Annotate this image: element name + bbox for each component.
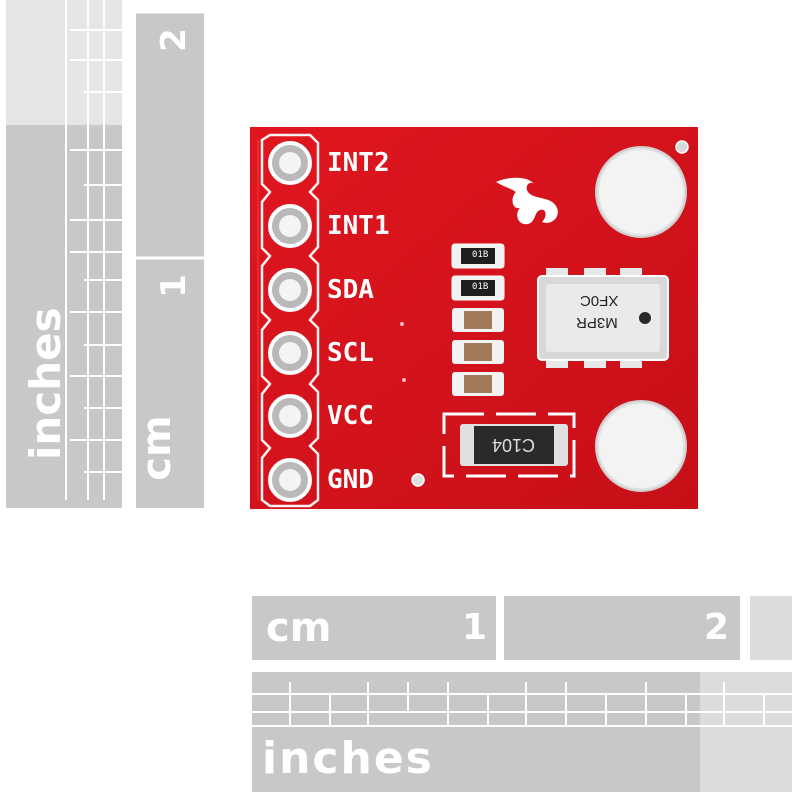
vertical-cm-label: cm [134, 415, 180, 481]
smd-components [451, 243, 505, 396]
pcb-board [250, 127, 698, 509]
pin-label-int2: INT2 [327, 148, 390, 178]
capacitor [442, 412, 576, 478]
resistor-code-2: 01B [472, 282, 489, 292]
vertical-ruler-graphic [6, 0, 204, 508]
pin-label-scl: SCL [327, 338, 374, 368]
horizontal-ruler-graphic [252, 596, 792, 792]
pin-label-int1: INT1 [327, 211, 390, 241]
pin-header [260, 133, 320, 508]
sensor-marking-line2: M3PR [576, 314, 618, 331]
horizontal-cm-mark-2: 2 [704, 607, 730, 648]
pin-label-sda: SDA [327, 275, 374, 305]
horizontal-inches-label: inches [262, 733, 434, 784]
horizontal-cm-label: cm [266, 605, 332, 651]
sensor-marking-line1: XF0C [580, 292, 619, 309]
pressure-sensor [537, 268, 669, 368]
horizontal-cm-ruler [252, 596, 496, 660]
vertical-cm-mark-2: 2 [154, 28, 194, 52]
horizontal-cm-mark-1: 1 [462, 607, 488, 648]
flame-logo [496, 177, 558, 225]
capacitor-marking: C104 [492, 435, 536, 455]
resistor-code-1: 01B [472, 250, 489, 260]
pin-label-gnd: GND [327, 465, 374, 495]
pin-label-vcc: VCC [327, 401, 374, 431]
vertical-inches-label: inches [21, 307, 70, 460]
vertical-cm-mark-1: 1 [154, 274, 194, 298]
